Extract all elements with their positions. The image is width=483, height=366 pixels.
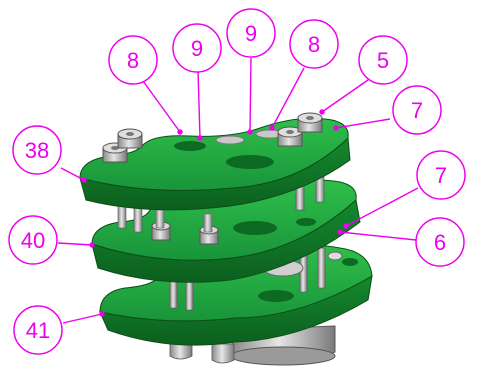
balloon-8-right: 8	[289, 19, 339, 69]
svg-text:8: 8	[127, 48, 139, 73]
balloons: 8 9 9 8 5 7 7 6	[8, 8, 466, 355]
socket-head-screw	[297, 112, 323, 133]
leader-lines	[57, 57, 419, 324]
svg-text:8: 8	[308, 32, 320, 57]
balloon-8-left: 8	[108, 35, 158, 85]
balloon-5: 5	[358, 35, 408, 85]
socket-head-screw	[277, 126, 303, 147]
balloon-38: 38	[12, 125, 62, 175]
svg-text:7: 7	[411, 98, 423, 123]
balloon-41: 41	[13, 305, 63, 355]
balloon-9-left: 9	[172, 23, 222, 73]
svg-text:38: 38	[25, 138, 49, 163]
cap-screws-38	[102, 112, 323, 163]
balloon-9-right: 9	[226, 8, 276, 58]
svg-text:41: 41	[26, 318, 50, 343]
svg-text:9: 9	[245, 21, 257, 46]
socket-head-screw	[117, 128, 143, 149]
balloon-40: 40	[8, 215, 58, 265]
nut-group-40	[151, 209, 219, 245]
balloon-7-middle: 7	[416, 150, 466, 200]
socket-head-screw	[102, 142, 128, 163]
svg-text:9: 9	[191, 36, 203, 61]
balloon-7-top: 7	[392, 85, 442, 135]
svg-text:6: 6	[434, 230, 446, 255]
balloon-6: 6	[415, 217, 465, 267]
svg-text:40: 40	[21, 228, 45, 253]
svg-text:7: 7	[435, 163, 447, 188]
svg-text:5: 5	[377, 48, 389, 73]
